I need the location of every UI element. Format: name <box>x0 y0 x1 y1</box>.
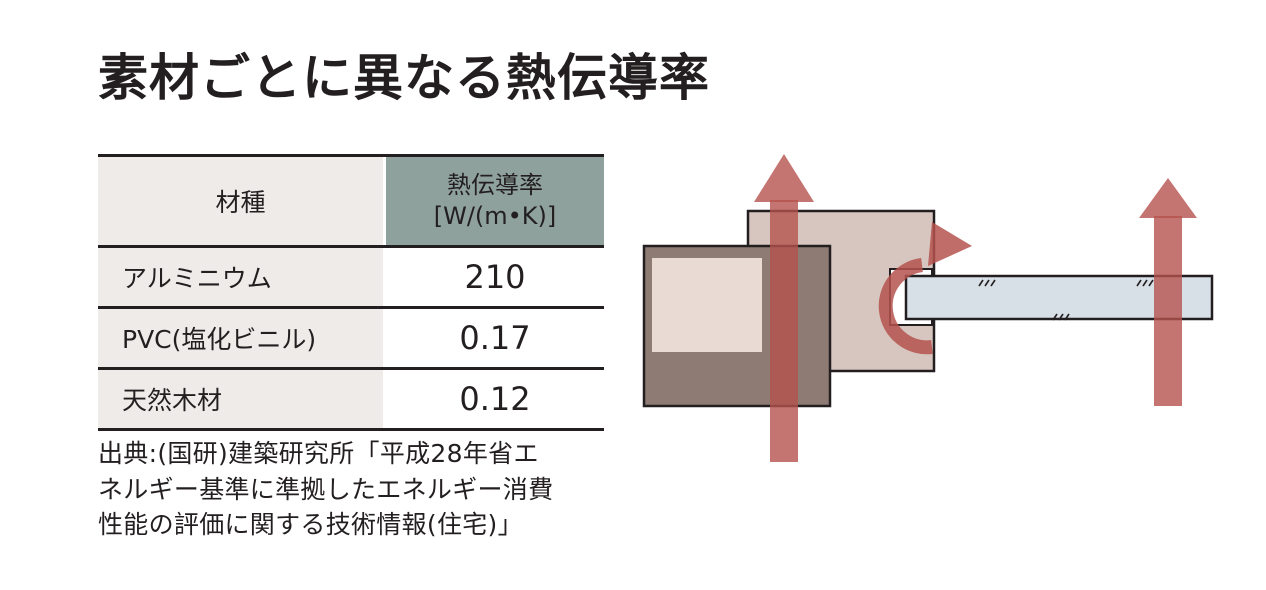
pipe-hatch <box>978 279 1154 321</box>
glass-panel <box>652 258 762 352</box>
table-row: PVC(塩化ビニル) 0.17 <box>98 307 604 370</box>
heat-arrow-head-right <box>1139 178 1197 218</box>
heat-transfer-illustration <box>642 154 1214 462</box>
header-conductivity-unit: [W/(m•K)] <box>433 202 557 230</box>
table-header-row: 材種 熱伝導率 [W/(m•K)] <box>98 154 604 248</box>
header-conductivity-label: 熱伝導率 <box>447 170 543 199</box>
row-material: 天然木材 <box>98 368 385 431</box>
curved-arrow-head <box>928 222 972 266</box>
row-value: 210 <box>383 246 604 309</box>
heat-arrow-shaft-right <box>1154 216 1182 406</box>
source-note: 出典:(国研)建築研究所「平成28年省エ ネルギー基準に準拠したエネルギー消費 … <box>98 436 618 543</box>
source-line: 性能の評価に関する技術情報(住宅)」 <box>98 510 523 539</box>
table-row: アルミニウム 210 <box>98 246 604 309</box>
header-conductivity: 熱伝導率 [W/(m•K)] <box>383 154 604 248</box>
source-line: 出典:(国研)建築研究所「平成28年省エ <box>98 439 539 468</box>
source-line: ネルギー基準に準拠したエネルギー消費 <box>98 474 554 504</box>
header-material: 材種 <box>98 154 385 248</box>
heat-arrow-head-left <box>754 154 814 202</box>
conductivity-table: 材種 熱伝導率 [W/(m•K)] アルミニウム 210 PVC(塩化ビニル) … <box>98 154 604 431</box>
table-row: 天然木材 0.12 <box>98 368 604 431</box>
heat-arrow-shaft-left <box>770 200 798 462</box>
curved-heat-arrow <box>878 258 933 355</box>
row-value: 0.12 <box>383 368 604 431</box>
row-value: 0.17 <box>383 307 604 370</box>
row-material: PVC(塩化ビニル) <box>98 307 385 370</box>
row-material: アルミニウム <box>98 246 385 309</box>
page-title: 素材ごとに異なる熱伝導率 <box>98 49 710 107</box>
